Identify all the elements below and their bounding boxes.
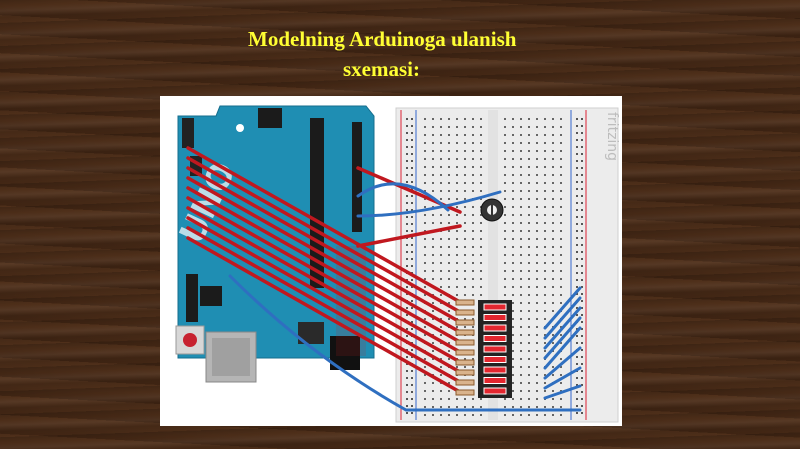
title-line-1: Modelning Arduinoga ulanish [248, 27, 517, 51]
led-bar-graph [478, 300, 512, 398]
regulator-chip [298, 322, 324, 344]
circuit-svg: UNO [172, 105, 620, 423]
digital-header [310, 118, 324, 288]
blue-wires [228, 182, 582, 412]
red-wires [186, 146, 462, 394]
circuit-diagram: UNO [160, 96, 622, 426]
resistor-array [455, 299, 475, 396]
potentiometer [480, 198, 504, 222]
arduino-board: UNO [172, 105, 375, 383]
title-line-2: sxemasi: [343, 57, 420, 81]
reset-button-cap [183, 333, 197, 347]
fritzing-watermark: fritzing [604, 112, 620, 161]
